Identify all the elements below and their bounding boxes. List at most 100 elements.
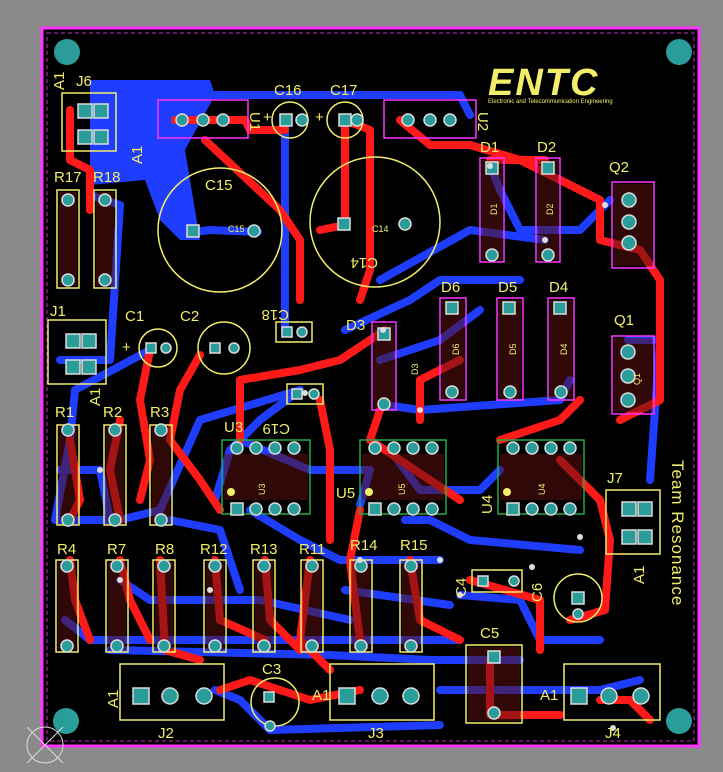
- label-c3: C3: [262, 661, 281, 678]
- mini-q1: Q1: [632, 373, 642, 385]
- c19-outline: [286, 383, 324, 405]
- mini-d6: D6: [451, 343, 461, 355]
- u3-outline: [221, 439, 311, 515]
- mini-u4: U4: [537, 483, 547, 495]
- label-r14: R14: [350, 537, 378, 554]
- mini-d2: D2: [545, 203, 555, 215]
- team-name-text: Team Resonance: [668, 460, 687, 606]
- mounting-hole-bottom-right: [666, 708, 692, 734]
- label-r15: R15: [400, 537, 428, 554]
- label-q2: Q2: [609, 159, 629, 176]
- mounting-hole-top-left: [54, 39, 80, 65]
- label-a1-j7: A1: [631, 566, 648, 584]
- mounting-holes: [53, 39, 692, 734]
- vias: [97, 163, 616, 731]
- label-j6: J6: [76, 73, 92, 90]
- label-d4: D4: [549, 279, 568, 296]
- label-u4: U4: [479, 495, 496, 514]
- label-j4: J4: [605, 725, 621, 742]
- c18-outline: [275, 321, 313, 343]
- label-r3: R3: [150, 404, 169, 421]
- label-r1: R1: [55, 404, 74, 421]
- c5-outline: [465, 644, 523, 724]
- label-r7: R7: [107, 541, 126, 558]
- label-c19: C19: [262, 420, 290, 437]
- j3-outline: [329, 663, 435, 721]
- c6-outline: [553, 573, 603, 623]
- logo-subtitle: Electronic and Telecommunication Enginee…: [488, 99, 613, 105]
- origin-marker: [26, 726, 64, 764]
- c1-outline: [138, 328, 178, 368]
- label-u3: U3: [224, 419, 243, 436]
- label-c2: C2: [180, 308, 199, 325]
- d5-outline: [496, 297, 524, 401]
- mini-u5: U5: [397, 483, 407, 495]
- label-a1-j2: A1: [105, 690, 122, 708]
- u4-outline: [497, 439, 585, 515]
- label-c15: C15: [205, 177, 233, 194]
- pin1-markers: [227, 488, 511, 496]
- mini-d5: D5: [508, 343, 518, 355]
- pin-labels: C15 C14 D3 D6 D5 D4 D1 D2 Q1 U3 U5 U4: [228, 203, 642, 495]
- label-c16: C16: [274, 82, 302, 99]
- mounting-hole-top-right: [666, 39, 692, 65]
- entc-logo: ENTC Electronic and Telecommunication En…: [488, 62, 613, 105]
- label-q1: Q1: [614, 312, 634, 329]
- label-d1: D1: [480, 139, 499, 156]
- j4-outline: [563, 663, 661, 721]
- mounting-hole-bottom-left: [53, 708, 79, 734]
- q2-outline: [611, 181, 655, 269]
- mini-d3: D3: [410, 363, 420, 375]
- c4-outline: [471, 569, 523, 593]
- label-d3: D3: [346, 317, 365, 334]
- d1-outline: [479, 157, 505, 263]
- label-j2: J2: [158, 725, 174, 742]
- label-d6: D6: [441, 279, 460, 296]
- c14-outline: [309, 156, 441, 288]
- c15-outline: [157, 167, 283, 293]
- label-d2: D2: [537, 139, 556, 156]
- mini-d1: D1: [489, 203, 499, 215]
- label-a1-j6: A1: [51, 72, 68, 90]
- label-r13: R13: [250, 541, 278, 558]
- label-r18: R18: [93, 169, 121, 186]
- j6-outline: [61, 92, 117, 152]
- label-r17: R17: [54, 169, 82, 186]
- label-j3: J3: [368, 725, 384, 742]
- label-r11: R11: [299, 541, 325, 558]
- label-c18: C18: [261, 306, 289, 323]
- c2-outline: [197, 321, 251, 375]
- label-a1-j1-top: A1: [129, 146, 146, 164]
- label-d5: D5: [498, 279, 517, 296]
- j7-outline: [605, 489, 661, 555]
- label-a1-j4: A1: [540, 687, 558, 704]
- q1-outline: [611, 335, 655, 415]
- label-j7: J7: [607, 470, 623, 487]
- label-c5: C5: [480, 625, 499, 642]
- j1-outline: [47, 319, 107, 385]
- keepout-outline: [46, 32, 695, 742]
- label-r12: R12: [200, 541, 228, 558]
- d4-outline: [547, 297, 575, 401]
- mini-d4: D4: [559, 343, 569, 355]
- d6-outline: [439, 297, 467, 401]
- label-j1: J1: [50, 303, 66, 320]
- designators: J6 A1 R17 R18 C16 C17 U1 U2 C15 C14 D1 D…: [50, 72, 648, 742]
- label-r2: R2: [103, 404, 122, 421]
- label-c1: C1: [125, 308, 144, 325]
- label-c4: C4: [453, 578, 470, 597]
- u1-outline: [157, 99, 249, 139]
- plus-c16: +: [263, 109, 272, 126]
- label-a1-j1: A1: [87, 388, 104, 406]
- label-c17: C17: [330, 82, 358, 99]
- plus-c1: +: [122, 339, 131, 356]
- logo-main-text: ENTC: [488, 62, 599, 104]
- d2-outline: [535, 157, 561, 263]
- label-u5: U5: [336, 485, 355, 502]
- label-a1-j3: A1: [312, 687, 330, 704]
- r17-outline: [56, 189, 80, 289]
- u5-outline: [359, 439, 447, 515]
- mini-u3: U3: [257, 483, 267, 495]
- label-c6: C6: [529, 583, 546, 602]
